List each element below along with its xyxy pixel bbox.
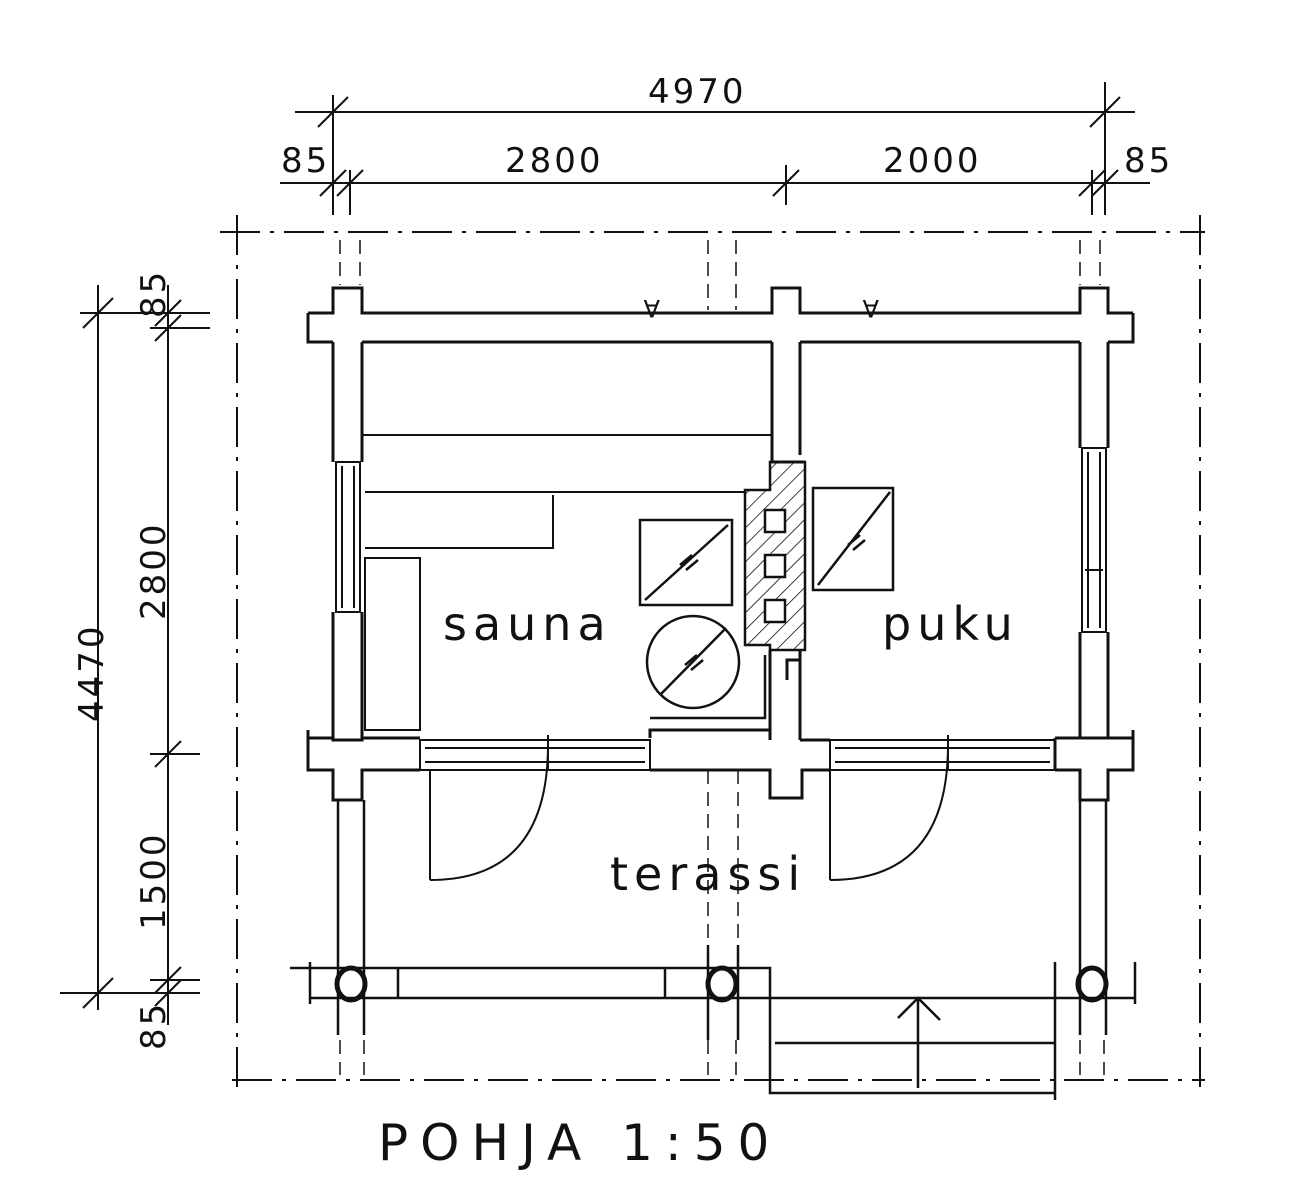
dressing-room-bench: [811, 486, 895, 592]
top-dimensions: [280, 82, 1150, 215]
room-label-sauna: sauna: [443, 597, 612, 651]
room-label-puku: puku: [882, 597, 1019, 651]
section-marker-left: A: [643, 294, 660, 322]
left-dimensions: [60, 285, 210, 1025]
terrace-structure: [290, 800, 1137, 1100]
dim-top-edge: 85: [134, 269, 174, 318]
drawing-title: POHJA 1:50: [378, 1114, 781, 1172]
dim-right-edge: 85: [1124, 141, 1173, 181]
dim-total-width: 4970: [648, 72, 747, 112]
doors: [429, 735, 949, 881]
stove-chimney: [743, 460, 807, 652]
room-label-terassi: terassi: [610, 847, 806, 901]
grid-lines: [220, 215, 1205, 1090]
dim-total-depth: 4470: [72, 623, 112, 722]
windows: [335, 447, 1107, 771]
terrace-posts-round: [334, 965, 1109, 1003]
dim-room-depth: 2800: [134, 521, 174, 620]
column-axis-lines: [339, 240, 1105, 1075]
heater-fixtures: [638, 518, 767, 720]
dim-left-edge: 85: [281, 141, 330, 181]
section-marker-right: A: [862, 294, 879, 322]
sauna-benches: [362, 434, 772, 731]
walls: [306, 286, 1135, 802]
dim-bottom-edge: 85: [134, 1001, 174, 1050]
dim-terrace-depth: 1500: [134, 831, 174, 930]
dim-right-span: 2000: [883, 141, 982, 181]
dim-left-span: 2800: [505, 141, 604, 181]
